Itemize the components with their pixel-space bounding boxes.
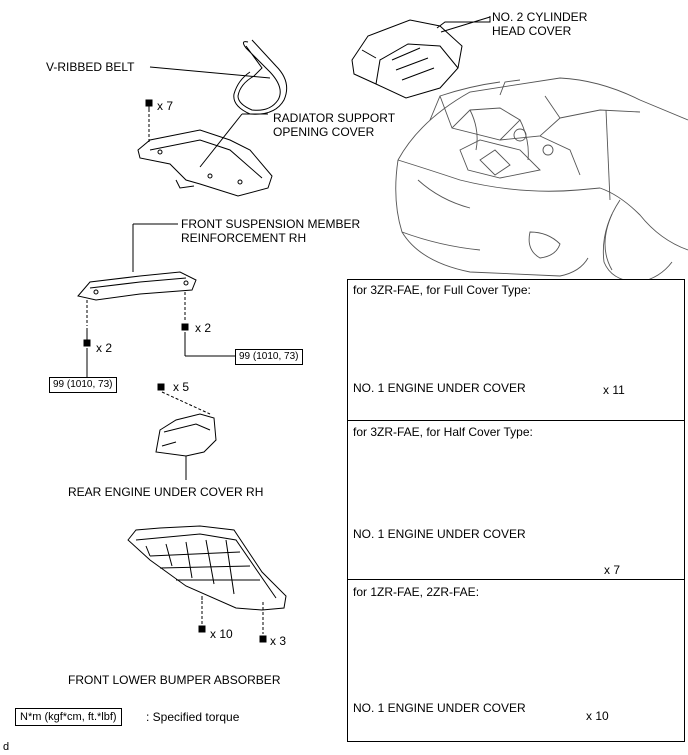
bolt-icon [259,635,267,643]
label-radiator-line2: OPENING COVER [273,125,375,139]
label-front-susp-line1: FRONT SUSPENSION MEMBER [181,217,361,231]
torque-susp-right: 99 (1010, 73) [235,349,303,365]
count-radiator-clips: x 7 [157,99,174,113]
cylinder-head-cover-illustration [351,16,491,99]
label-front-susp-line2: REINFORCEMENT RH [181,231,307,245]
torque-susp-left: 99 (1010, 73) [49,377,117,393]
clip-icon [157,383,165,391]
panel-full-cover [347,279,685,421]
rear-engine-under-cover-illustration [155,413,217,457]
panel-half-count: x 7 [604,563,621,577]
bolt-icon [181,323,189,331]
bumper-absorber-illustration [127,525,287,611]
leader-cylinder-cover [440,16,491,33]
panel-full-count: x 11 [603,383,625,397]
label-v-ribbed-belt: V-RIBBED BELT [46,60,135,74]
label-rear-engine-under-cover: REAR ENGINE UNDER COVER RH [68,485,264,499]
panel-1zr-2zr [347,579,685,742]
panel-1zr-count: x 10 [586,709,609,723]
count-susp-bolt-right: x 2 [195,321,212,335]
panel-full-part: NO. 1 ENGINE UNDER COVER [353,381,526,395]
clip-icon [145,99,153,112]
leader-radiator [199,113,243,168]
radiator-support-cover-illustration [137,129,273,197]
legend-torque-box: N*m (kgf*cm, ft.*lbf) [15,708,122,726]
panel-half-part: NO. 1 ENGINE UNDER COVER [353,527,526,541]
label-cylinder-cover-line2: HEAD COVER [492,24,572,38]
legend-text: : Specified torque [146,710,240,724]
label-front-lower-bumper: FRONT LOWER BUMPER ABSORBER [68,673,281,687]
panel-half-title: for 3ZR-FAE, for Half Cover Type: [353,425,533,439]
footer-code: d [3,741,10,753]
car-front-illustration [395,77,688,283]
leader-belt [149,66,271,79]
bolt-icon [83,328,91,347]
panel-half-cover [347,420,685,580]
panel-1zr-part: NO. 1 ENGINE UNDER COVER [353,701,526,715]
panel-full-title: for 3ZR-FAE, for Full Cover Type: [353,283,531,297]
panel-1zr-title: for 1ZR-FAE, 2ZR-FAE: [353,585,480,599]
label-cylinder-cover-line1: NO. 2 CYLINDER [492,10,588,24]
count-bumper-clips: x 3 [270,634,287,648]
count-bumper-bolts: x 10 [210,627,233,641]
count-rear-cover-clips: x 5 [173,380,190,394]
suspension-reinforcement-illustration [77,271,197,301]
label-radiator-line1: RADIATOR SUPPORT [273,111,396,125]
bolt-icon [198,625,206,633]
count-susp-bolt-left: x 2 [96,341,113,355]
